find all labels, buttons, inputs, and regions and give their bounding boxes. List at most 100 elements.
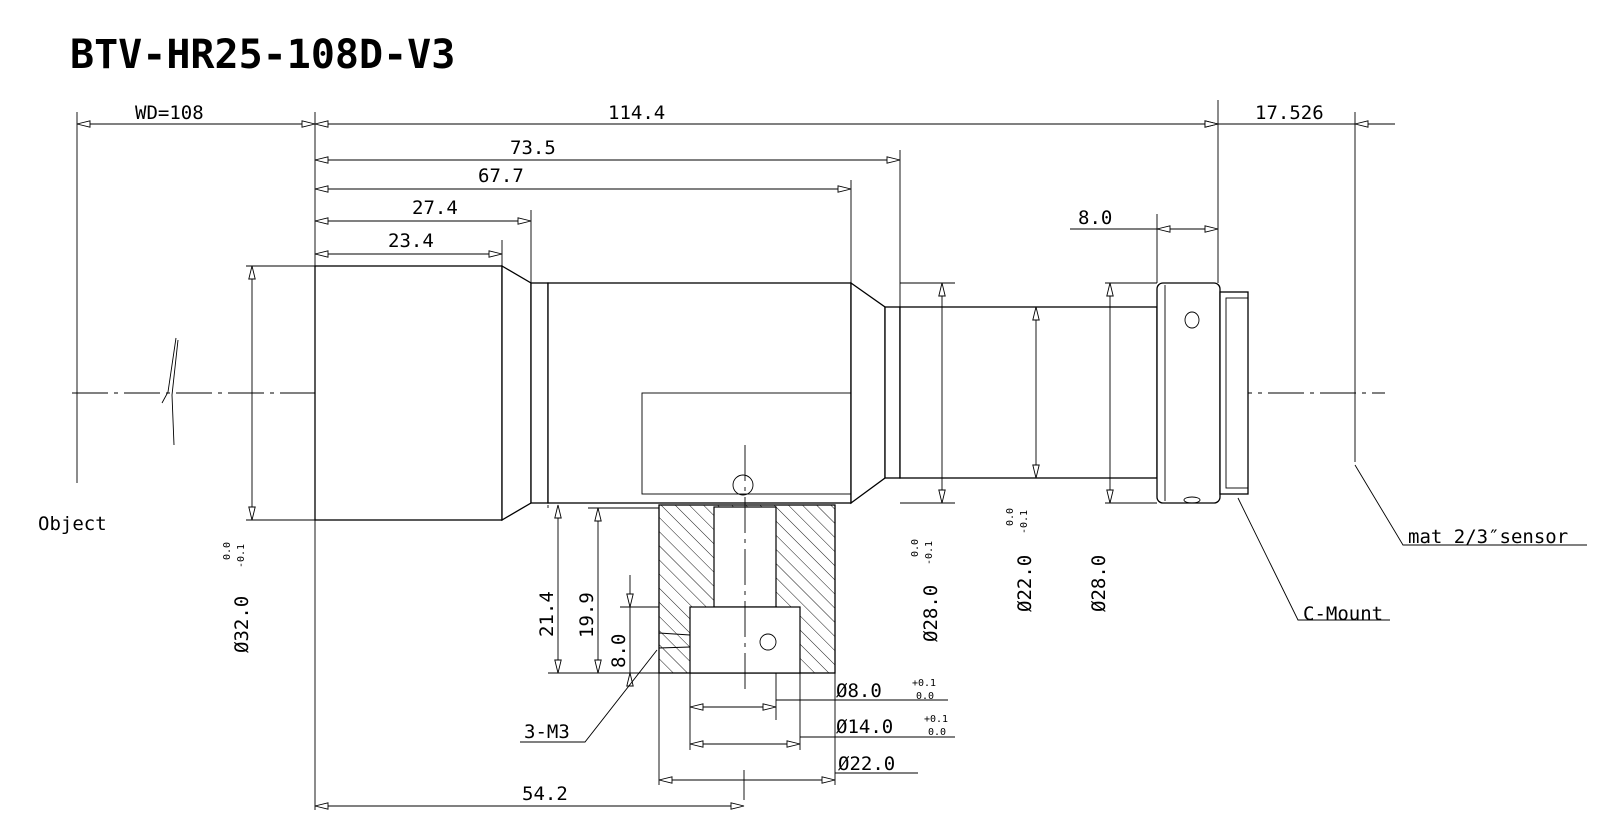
dimension-arrowhead bbox=[517, 217, 532, 225]
dimension-arrowhead bbox=[1204, 120, 1219, 128]
dimension-arrowhead bbox=[786, 740, 801, 748]
dimension-arrowhead bbox=[76, 120, 91, 128]
c-mount-thread bbox=[1219, 291, 1249, 495]
dimension-arrowhead bbox=[837, 185, 852, 193]
label-thread: 3-M3 bbox=[524, 721, 570, 743]
front-taper bbox=[501, 264, 532, 522]
rear-step bbox=[884, 306, 901, 479]
dimension-arrowhead bbox=[938, 282, 946, 297]
dimension-arrowhead bbox=[689, 740, 704, 748]
dimension-arrowhead bbox=[1106, 282, 1114, 297]
svg-text:Ø28.0: Ø28.0 bbox=[920, 585, 942, 642]
front-barrel bbox=[314, 265, 503, 521]
svg-text:0.0: 0.0 bbox=[222, 542, 233, 560]
dimension-arrowhead bbox=[938, 489, 946, 504]
dimension-arrowhead bbox=[314, 185, 329, 193]
dimension-arrowhead bbox=[886, 156, 901, 164]
svg-text:0.0: 0.0 bbox=[1005, 508, 1016, 526]
svg-text:-0.1: -0.1 bbox=[236, 544, 247, 568]
tol-hole-14: +0.1 0.0 bbox=[924, 714, 948, 738]
svg-text:+0.1: +0.1 bbox=[912, 678, 936, 689]
dimension-arrowhead bbox=[689, 703, 704, 711]
dimension-arrowhead bbox=[314, 156, 329, 164]
collar-hole-icon-2 bbox=[1183, 496, 1201, 504]
tol-dia-32: 0.0 -0.1 bbox=[222, 542, 247, 568]
dimension-lines bbox=[76, 120, 1395, 810]
object-break-mark bbox=[161, 337, 179, 446]
svg-text:0.0: 0.0 bbox=[910, 539, 921, 557]
mount-collar bbox=[1156, 282, 1221, 504]
dim-dia-28-a: Ø28.0 bbox=[920, 585, 942, 642]
dimension-arrowhead bbox=[1204, 225, 1219, 233]
dimension-arrowhead bbox=[658, 776, 673, 784]
rear-tube bbox=[899, 306, 1158, 479]
label-object: Object bbox=[38, 513, 107, 535]
c-mount-thread-inner bbox=[1225, 297, 1249, 489]
label-sensor: mat 2/3″sensor bbox=[1408, 526, 1568, 548]
svg-text:Ø22.0: Ø22.0 bbox=[1014, 555, 1036, 612]
dimension-arrowhead bbox=[554, 659, 562, 674]
svg-text:19.9: 19.9 bbox=[576, 592, 598, 638]
dimension-arrowhead bbox=[1032, 464, 1040, 479]
mount-screw-hole bbox=[732, 474, 754, 496]
dimension-arrowhead bbox=[1106, 489, 1114, 504]
dim-hole-14: Ø14.0 bbox=[836, 716, 893, 738]
dim-67-7: 67.7 bbox=[478, 165, 524, 187]
dimension-arrowhead bbox=[248, 506, 256, 521]
collar-hole-icon bbox=[1184, 311, 1200, 329]
svg-text:-0.1: -0.1 bbox=[1019, 510, 1030, 534]
dim-total-length: 114.4 bbox=[608, 102, 665, 124]
side-hole bbox=[658, 632, 691, 649]
dim-height-8-0: 8.0 bbox=[608, 634, 630, 668]
dimension-arrowhead bbox=[314, 802, 329, 810]
dimension-arrowhead bbox=[314, 120, 329, 128]
dimension-arrowhead bbox=[488, 250, 503, 258]
tol-hole-8: +0.1 0.0 bbox=[912, 678, 936, 702]
tol-dia-28-a: 0.0 -0.1 bbox=[910, 539, 935, 565]
dimension-arrowhead bbox=[762, 703, 777, 711]
dim-hole-22: Ø22.0 bbox=[838, 753, 895, 775]
dim-73-5: 73.5 bbox=[510, 137, 556, 159]
svg-text:Ø28.0: Ø28.0 bbox=[1088, 555, 1110, 612]
dim-hole-8: Ø8.0 bbox=[836, 680, 882, 702]
dimension-arrowhead bbox=[594, 659, 602, 674]
leader-lines bbox=[520, 464, 1587, 743]
bore-screw-hole bbox=[759, 633, 777, 651]
dim-23-4: 23.4 bbox=[388, 230, 434, 252]
drawing-title: BTV-HR25-108D-V3 bbox=[70, 32, 455, 78]
dimension-arrowhead bbox=[314, 217, 329, 225]
extension-lines bbox=[246, 100, 1219, 810]
dimension-arrowhead bbox=[594, 507, 602, 522]
svg-text:+0.1: +0.1 bbox=[924, 714, 948, 725]
dim-54-2: 54.2 bbox=[522, 783, 568, 805]
dim-dia-22: Ø22.0 bbox=[1014, 555, 1036, 612]
svg-text:21.4: 21.4 bbox=[536, 591, 558, 637]
neck-ring bbox=[530, 282, 549, 504]
dim-height-19-9: 19.9 bbox=[576, 592, 598, 638]
tol-dia-22: 0.0 -0.1 bbox=[1005, 508, 1030, 534]
svg-text:0.0: 0.0 bbox=[916, 691, 934, 702]
dimension-arrowhead bbox=[730, 802, 745, 810]
svg-text:Ø32.0: Ø32.0 bbox=[231, 596, 253, 653]
label-c-mount: C-Mount bbox=[1303, 603, 1383, 625]
dim-flange-distance: 17.526 bbox=[1255, 102, 1324, 124]
dimension-arrowhead bbox=[301, 120, 316, 128]
dim-height-21-4: 21.4 bbox=[536, 591, 558, 637]
dim-27-4: 27.4 bbox=[412, 197, 458, 219]
dim-8-0-length: 8.0 bbox=[1078, 207, 1112, 229]
dim-dia-28-b: Ø28.0 bbox=[1088, 555, 1110, 612]
dimension-arrowhead bbox=[821, 776, 836, 784]
dimension-arrowhead bbox=[626, 593, 634, 608]
dimension-arrowhead bbox=[1354, 120, 1369, 128]
dim-wd: WD=108 bbox=[135, 102, 204, 124]
dim-dia-32: Ø32.0 bbox=[231, 596, 253, 653]
svg-text:8.0: 8.0 bbox=[608, 634, 630, 668]
dimension-arrowhead bbox=[248, 265, 256, 280]
rear-taper bbox=[850, 281, 886, 505]
svg-text:0.0: 0.0 bbox=[928, 727, 946, 738]
svg-text:-0.1: -0.1 bbox=[924, 541, 935, 565]
dimension-arrowhead bbox=[554, 504, 562, 519]
dimension-arrowhead bbox=[314, 250, 329, 258]
dimension-arrowhead bbox=[1156, 225, 1171, 233]
